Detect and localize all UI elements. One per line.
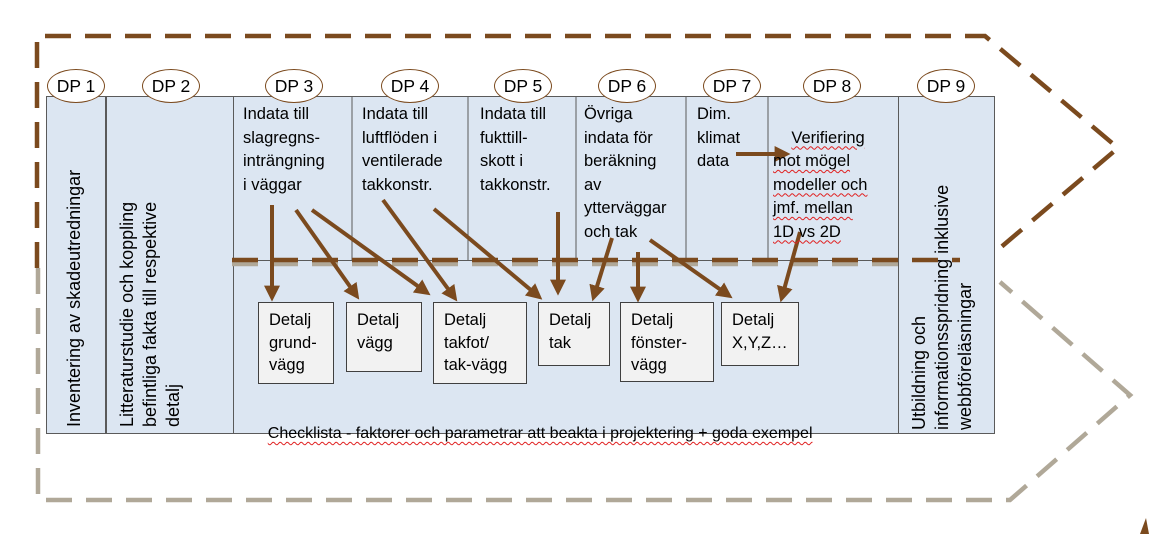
dp9-text: Utbildning och informationsspridning ink… [909,184,975,430]
detail-takfot: Detalj takfot/ tak-vägg [433,302,527,384]
dp3-label: DP 3 [265,69,323,103]
corner-mark [1140,518,1149,534]
dp1-column [46,96,106,434]
dp1-label: DP 1 [47,69,105,103]
arrow-dp4-tak [432,207,543,300]
dp8-label: DP 8 [803,69,861,103]
dp7-label: DP 7 [703,69,761,103]
detail-xyz: Detalj X,Y,Z… [721,302,799,366]
dp5-label: DP 5 [494,69,552,103]
detail-grundvagg: Detalj grund- vägg [258,302,334,384]
brown-dashed-chevron [34,33,1122,268]
dp4-label: DP 4 [381,69,439,103]
dp6-text: Övriga indata för beräkning av yttervägg… [584,105,667,241]
dp8-text-content: Verifiering mot mögel modeller och jmf. … [773,128,868,241]
arrow-dp3-takfot [310,208,431,296]
detail-tak: Detalj tak [538,302,610,366]
dp9-column [898,96,995,434]
arrow-dp6-tak [589,237,614,302]
dp3-text: Indata till slagregns- inträngning i väg… [243,105,325,194]
dp2-column [106,96,234,434]
arrow-dp4-takfot [381,198,458,302]
dp2-label: DP 2 [142,69,200,103]
dp9-label: DP 9 [917,69,975,103]
checklist-content: Checklista - faktorer och parametrar att… [267,425,813,442]
detail-vagg: Detalj vägg [346,302,422,372]
flow-arrows [264,146,802,303]
arrow-dp3-vagg [294,208,360,300]
detail-fonstervagg: Detalj fönster- vägg [620,302,714,382]
gray-dashed-chevron [35,268,1134,503]
arrow-dp8-xyz [777,231,802,303]
top-cell-dividers [351,96,769,261]
dp6-label: DP 6 [598,69,656,103]
dp7-text: Dim. klimat data [697,105,741,170]
arrow-dp6-xyz [648,238,733,299]
dp1-text: Inventering av skadeutredningar [64,169,84,427]
dp2-text: Litteraturstudie och koppling befintliga… [117,201,183,427]
dp5-text: Indata till fukttill- skott i takkonstr. [480,105,551,194]
dp4-text: Indata till luftflöden i ventilerade tak… [362,105,443,194]
checklist-text: Checklista - faktorer och parametrar att… [250,407,813,461]
dp8-text: Verifiering mot mögel modeller och jmf. … [773,103,867,268]
